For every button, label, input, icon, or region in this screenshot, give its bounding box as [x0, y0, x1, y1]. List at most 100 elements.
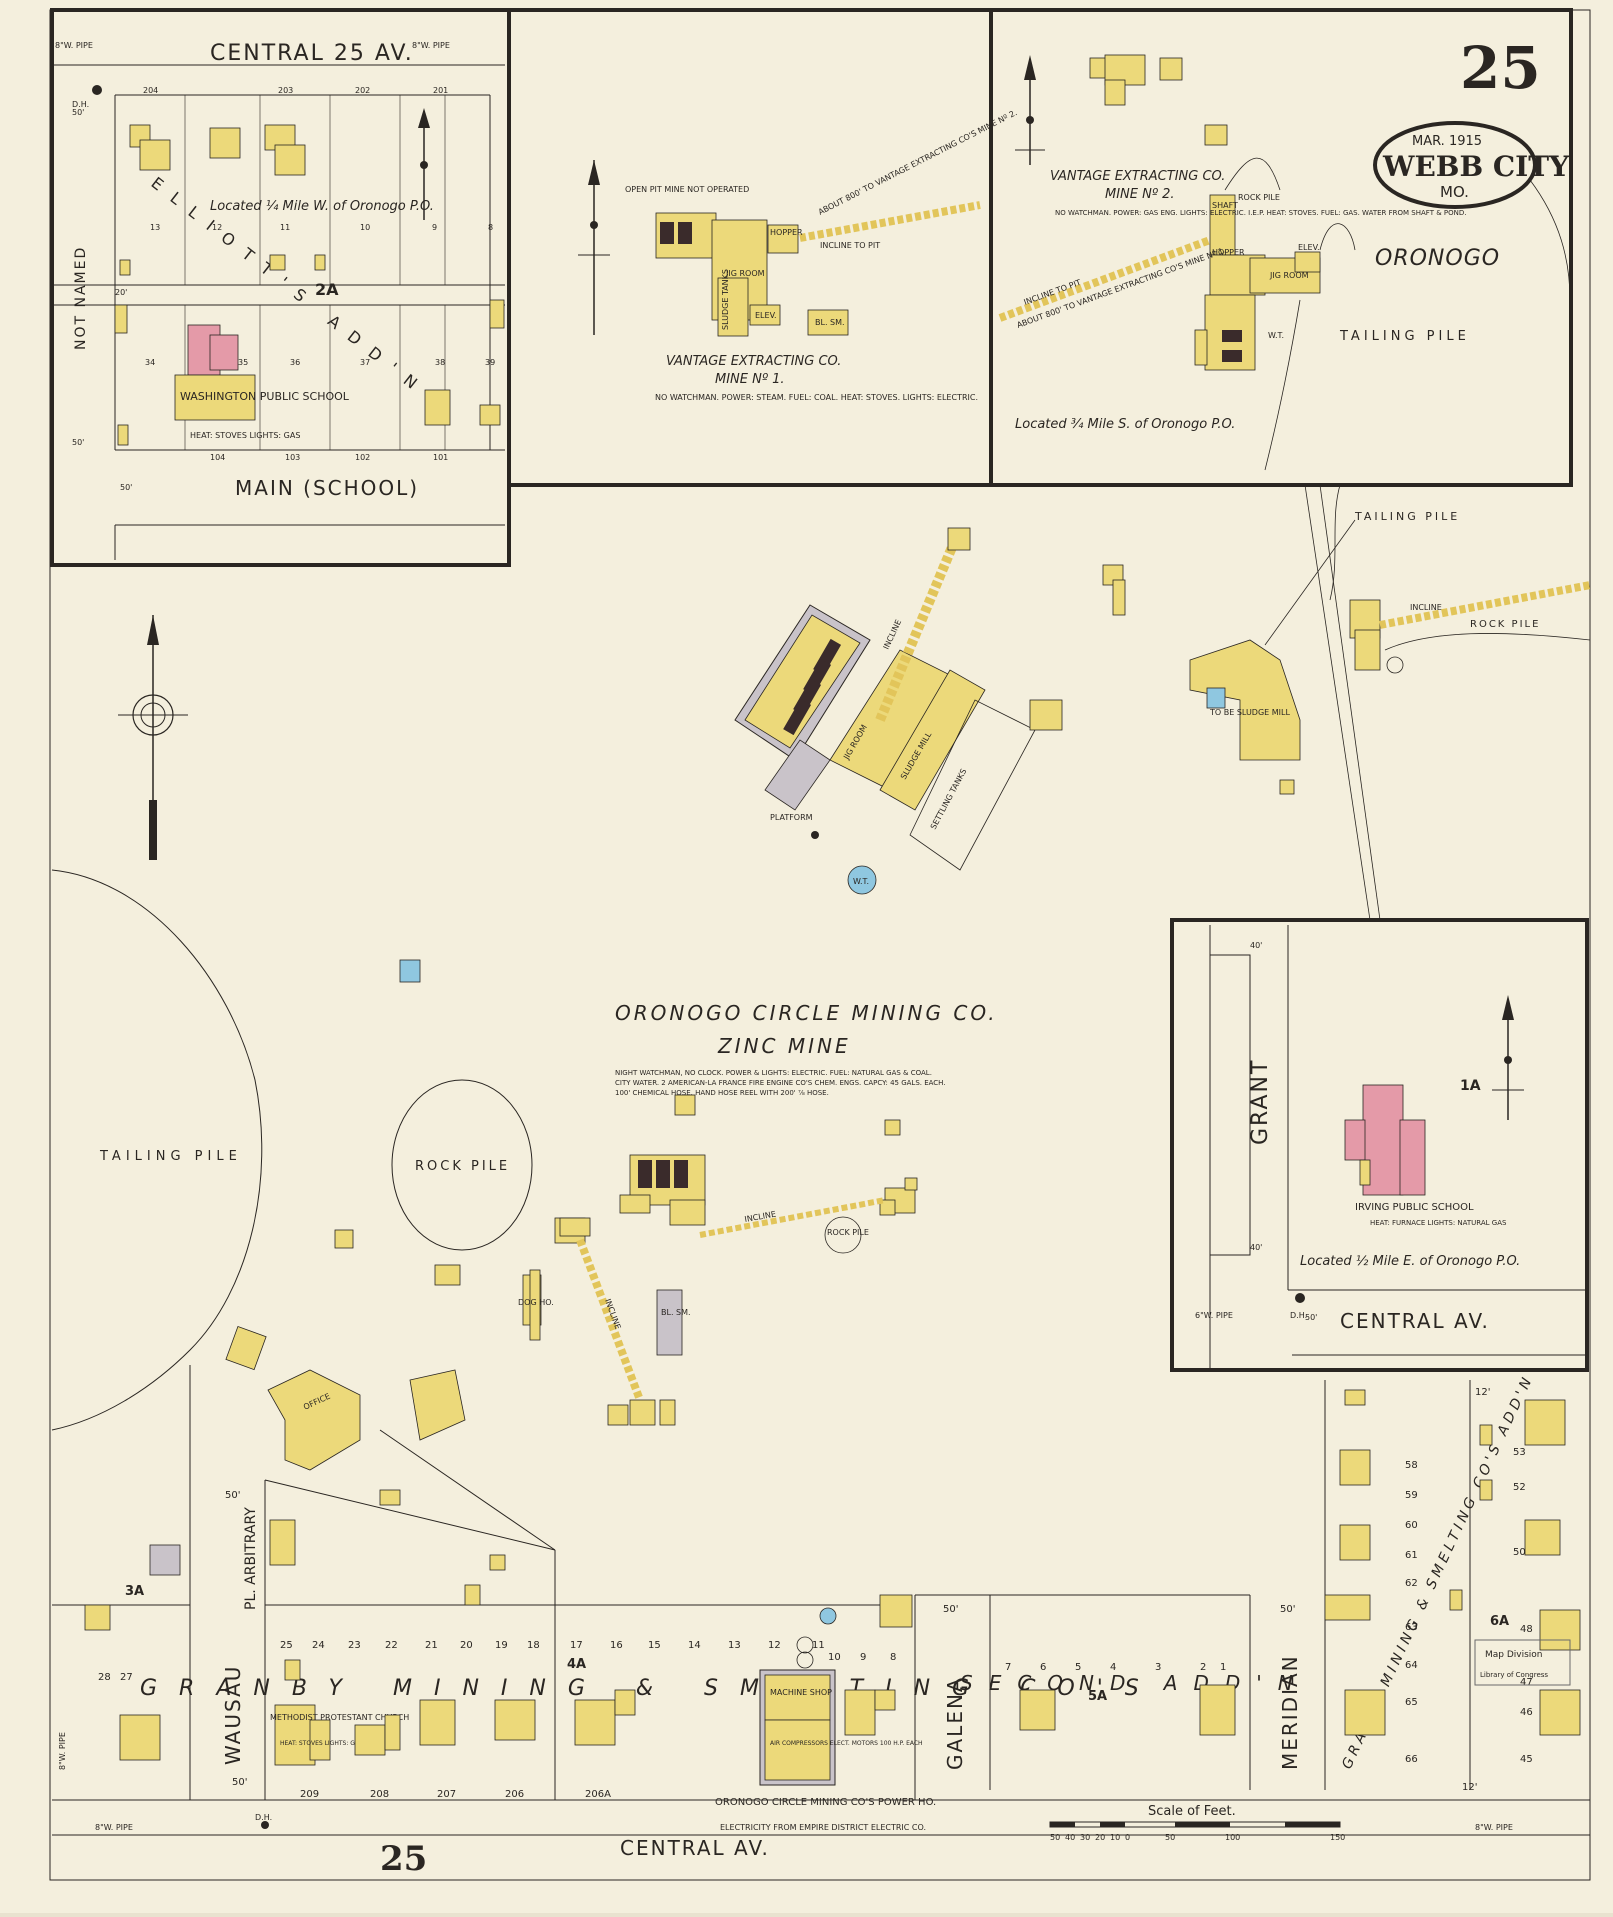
pile-outline: [1329, 484, 1341, 601]
lot-number: 18: [527, 1640, 540, 1651]
scale-tick: 0: [1125, 1833, 1130, 1842]
incline-label: INCLINE: [882, 618, 904, 651]
pile-outline: [1319, 223, 1356, 251]
mine2-shaft: [1209, 194, 1236, 256]
incline-track: [799, 201, 981, 242]
lot-number: 4: [1110, 1662, 1116, 1673]
platform-label: PLATFORM: [770, 813, 813, 822]
dh-label-bottom: D.H.: [255, 1813, 272, 1822]
dh-label: D.H.: [72, 100, 89, 109]
outbuilding: [1279, 779, 1295, 795]
house-number: 102: [355, 453, 370, 462]
to-be-sludge-mill: [1189, 639, 1301, 761]
wt-label: W.T.: [853, 877, 869, 886]
tailing-pile-label: TAILING PILE: [1339, 329, 1470, 344]
sludge-label: SLUDGE TANKS: [721, 269, 730, 330]
tailing-pile-right-label: TAILING PILE: [1354, 510, 1460, 523]
blsm-label: BL. SM.: [815, 318, 845, 327]
blsm-label: BL. SM.: [661, 1308, 691, 1317]
street-not-named: NOT NAMED: [73, 246, 89, 350]
water-tank: [847, 865, 877, 895]
map-division-label: Map Division: [1485, 1650, 1543, 1660]
lot-number: 5: [1075, 1662, 1081, 1673]
lot-number: 13: [150, 223, 160, 232]
outbuilding: [1204, 124, 1228, 146]
lot-number: 34: [145, 358, 155, 367]
city-name: WEBB CITY: [1382, 150, 1570, 183]
frame-dwelling: [1324, 1594, 1371, 1621]
frame-outbuilding: [117, 424, 129, 446]
outbuilding: [1112, 579, 1126, 616]
width-label: 50': [943, 1604, 958, 1615]
inset-irving-school: GRANT 1A IRVING PUBLIC SCHOOL HEAT: FURN…: [1170, 918, 1589, 1372]
hopper: [559, 1217, 591, 1237]
frame-dwelling: [1019, 1689, 1056, 1731]
scale-tick: 30: [1080, 1833, 1090, 1842]
lot-number: 36: [290, 358, 300, 367]
granby-label: GRANBY MINING & SMELTING CO'S: [140, 1676, 1161, 1701]
scale-of-feet: Scale of Feet. 50 40 30 20 10 0 50 100 1…: [1049, 1804, 1345, 1842]
incline-track: [576, 1238, 644, 1402]
inset-vantage-mine-2: VANTAGE EXTRACTING CO. MINE Nº 2. NO WAT…: [989, 8, 1573, 487]
lot-number: 45: [1520, 1754, 1533, 1765]
bottom-lot-numbers: 25 24 23 22 21 20 19 18 17 16 15 14 13 1…: [98, 1387, 1533, 1800]
boiler: [638, 1160, 652, 1188]
width-label: 40': [1250, 1243, 1262, 1252]
tailing-outline: [1529, 179, 1571, 301]
lot-number: 25: [280, 1640, 293, 1651]
lot-number: 62: [1405, 1578, 1418, 1589]
incline-right-label: INCLINE: [1410, 603, 1442, 612]
block-6a: 6A: [1490, 1614, 1509, 1629]
cable-line: [1264, 519, 1356, 646]
sludge-tanks: [717, 277, 749, 337]
frame-dwelling: [84, 1604, 111, 1631]
boiler: [1222, 350, 1242, 362]
frame-dwelling: [1339, 1449, 1371, 1486]
house-number: 202: [355, 86, 370, 95]
hydrant-icon: [811, 831, 819, 839]
width-label: 20': [115, 288, 127, 297]
frame-outbuilding: [269, 254, 286, 271]
outbuilding: [434, 1264, 461, 1286]
rock-pile-outline: [391, 1079, 533, 1251]
frame-dwelling: [614, 1689, 636, 1716]
hydrant-icon: [261, 1821, 269, 1829]
outbuilding: [379, 1489, 401, 1506]
outbuilding: [1104, 79, 1126, 106]
tank: [796, 1651, 814, 1669]
lot-number: 1: [1220, 1662, 1226, 1673]
incline-label: INCLINE TO PIT: [820, 241, 880, 250]
outbuilding: [1479, 1424, 1493, 1446]
machine-shop-label: MACHINE SHOP: [770, 1688, 832, 1697]
dh-label: D.H.: [1290, 1311, 1307, 1320]
frame-dwelling: [1199, 1684, 1236, 1736]
house-number: 203: [278, 86, 293, 95]
water-tank: [819, 1607, 837, 1625]
scale-tick: 150: [1330, 1833, 1345, 1842]
frame-dwelling: [274, 144, 306, 176]
city-cartouche: MAR. 1915 WEBB CITY MO.: [1373, 121, 1570, 209]
dog-house: [529, 1269, 541, 1341]
power-ho-label: ORONOGO CIRCLE MINING CO'S POWER HO.: [715, 1797, 936, 1808]
lot-number: 12: [212, 223, 222, 232]
jig-room-label: JIG ROOM: [725, 269, 765, 278]
mine1-subtitle: MINE Nº 1.: [715, 372, 785, 387]
width-label: 50': [232, 1777, 247, 1788]
block-5a: 5A: [1088, 1689, 1107, 1704]
tank: [796, 1636, 814, 1654]
lot-number: 46: [1520, 1707, 1533, 1718]
outbuilding: [409, 1369, 466, 1441]
pile-outline: [1384, 633, 1591, 651]
frame-dwelling: [1539, 1609, 1581, 1651]
width-label: 50': [120, 483, 132, 492]
house-number: 204: [143, 86, 158, 95]
frame-dwelling: [479, 404, 501, 426]
street-galena: GALENA: [943, 1676, 967, 1770]
boiler: [674, 1160, 688, 1188]
outbuilding: [334, 1229, 354, 1249]
lot-number: 9: [432, 223, 437, 232]
block-1a: 1A: [1460, 1078, 1481, 1094]
frame-outbuilding: [489, 299, 505, 329]
lot-number: 23: [348, 1640, 361, 1651]
